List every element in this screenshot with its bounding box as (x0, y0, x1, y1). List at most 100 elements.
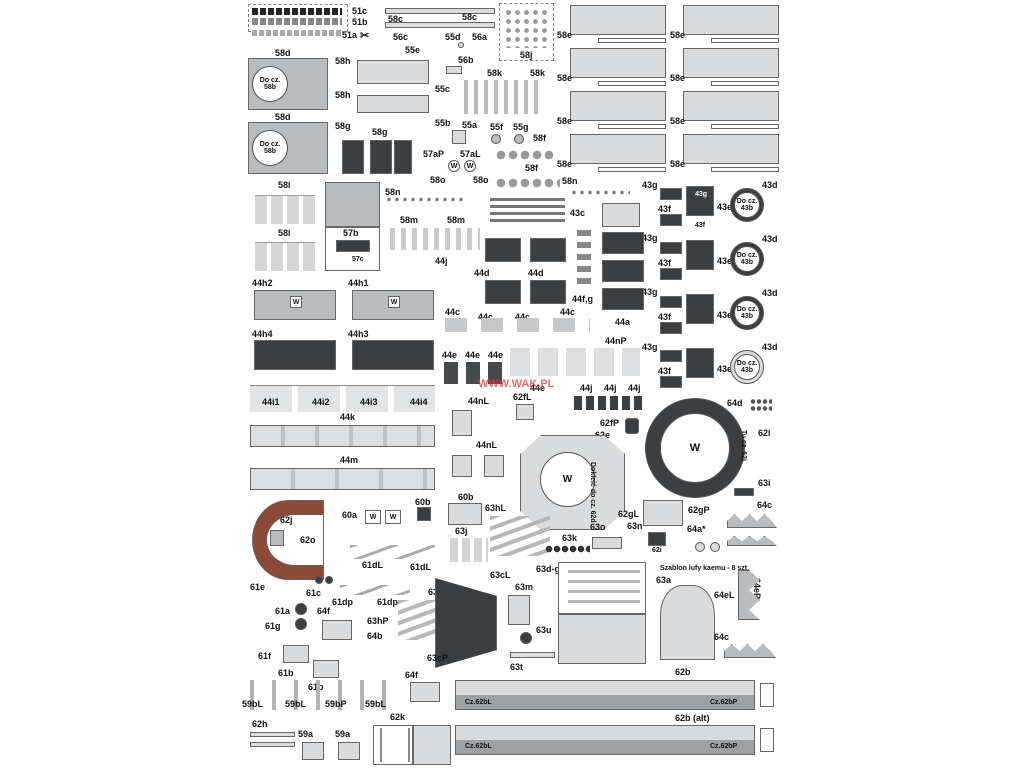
label-44d-b: 44d (528, 268, 544, 278)
label-44h4: 44h4 (252, 329, 273, 339)
label-58d-b: 58d (275, 112, 291, 122)
part-62-ring-w: W (660, 413, 730, 483)
part-61c-a (315, 576, 323, 584)
label-57b: 57b (343, 228, 359, 238)
label-55f: 55f (490, 122, 504, 132)
label-44k: 44k (340, 412, 356, 422)
part-58e-strip-3 (598, 81, 666, 86)
part-59a-b (338, 742, 360, 760)
label-51c: 51c (352, 6, 368, 16)
label-44e-3: 44e (488, 350, 504, 360)
part-58e-strip-4 (711, 81, 779, 86)
part-58e-strip-6 (711, 124, 779, 129)
label-59bL-a: 59bL (242, 699, 264, 709)
part-44j-blocks (574, 396, 644, 410)
part-62fP (625, 418, 639, 434)
label-44d-a: 44d (474, 268, 490, 278)
part-58e-4 (683, 48, 779, 78)
label-57c: 57c (352, 256, 364, 263)
label-58e-4: 58e (670, 73, 686, 83)
part-58e-strip-5 (598, 124, 666, 129)
part-61dL-arms (350, 545, 435, 559)
part-61b-b (313, 660, 339, 678)
part-63o (592, 537, 622, 549)
part-58d-b-circle: Do cz. 58b (252, 130, 288, 166)
label-43d-1: 43d (762, 180, 778, 190)
label-57aP: 57aP (423, 149, 445, 159)
label-58f-a: 58f (533, 133, 547, 143)
part-44d-a (485, 238, 521, 262)
label-62i-a: 62i (758, 428, 771, 438)
part-51a-cells (252, 30, 342, 36)
part-55g (514, 134, 524, 144)
part-62b (455, 680, 755, 710)
part-43f-1 (660, 214, 682, 226)
label-63cL: 63cL (490, 570, 511, 580)
part-44d-d (530, 280, 566, 304)
label-63a: 63a (656, 575, 672, 585)
part-58g-b (370, 140, 392, 174)
part-44h1-w: W (388, 296, 400, 308)
label-61dp-b: 61dp (377, 597, 399, 607)
part-58e-5 (570, 91, 666, 121)
part-51b-cells (252, 18, 342, 25)
part-64f-b (410, 682, 440, 702)
label-63j: 63j (455, 526, 468, 536)
label-56c: 56c (393, 32, 409, 42)
part-58e-strip-2 (711, 38, 779, 43)
part-44d-c (485, 280, 521, 304)
label-63cP: 63cP (427, 653, 449, 663)
label-61dL-b: 61dL (410, 562, 432, 572)
label-58e-7: 58e (557, 159, 573, 169)
part-44k (250, 425, 435, 447)
part-61c-b (325, 576, 333, 584)
part-43-center-col (686, 180, 716, 395)
label-58k-b: 58k (530, 68, 546, 78)
label-43c: 43c (570, 208, 586, 218)
part-59b-legs (250, 680, 390, 710)
label-58n-b: 58n (562, 176, 578, 186)
part-62b-alt (455, 725, 755, 755)
label-58n-a: 58n (385, 187, 401, 197)
text-cz62bl-b: Cz.62bL (465, 743, 492, 750)
scissors-icon: ✂ (360, 30, 370, 42)
label-44i4: 44i4 (410, 397, 428, 407)
part-44h2-w: W (290, 296, 302, 308)
part-44a-1 (602, 232, 644, 254)
part-61a-b (295, 618, 307, 630)
part-63j-rods (450, 538, 488, 562)
label-61f: 61f (258, 651, 272, 661)
part-43d-3-inner: Do cz. 43b (734, 300, 760, 326)
part-62k-plate (413, 725, 451, 765)
label-58i-a: 58i (278, 180, 291, 190)
label-58g-b: 58g (372, 127, 388, 137)
label-64eL: 64eL (714, 590, 735, 600)
part-64d-dots (750, 398, 772, 412)
label-56b: 56b (458, 55, 474, 65)
label-51a: 51a (342, 30, 358, 40)
part-58j-dots (504, 8, 549, 48)
label-43g-3: 43g (642, 287, 658, 297)
label-44nP: 44nP (605, 336, 627, 346)
part-44h4 (254, 340, 336, 370)
part-58c-bar-a (385, 8, 495, 14)
part-58n-dots-a (385, 197, 465, 202)
label-58h-a: 58h (335, 56, 351, 66)
part-60a-w-2: W (385, 510, 401, 524)
label-63i: 63i (758, 478, 771, 488)
part-55d-disc (458, 42, 464, 48)
part-64a-1 (695, 542, 705, 552)
label-43g-2: 43g (642, 233, 658, 243)
part-58k-rods (464, 80, 544, 114)
label-63k: 63k (562, 533, 578, 543)
label-59a-a: 59a (298, 729, 314, 739)
label-44a: 44a (615, 317, 631, 327)
part-58e-3 (570, 48, 666, 78)
text-tu-62j: Tu cz. 62j (740, 430, 747, 461)
part-63m (508, 595, 530, 625)
model-sheet: 51c 51b 51a ✂ 58c 58c 56c 55e 55d 56a 58… (240, 0, 785, 768)
label-61dL-a: 61dL (362, 560, 384, 570)
part-56b (446, 66, 462, 74)
part-57a-w-1: W (448, 160, 460, 172)
part-62b-alt-tab (760, 728, 774, 752)
